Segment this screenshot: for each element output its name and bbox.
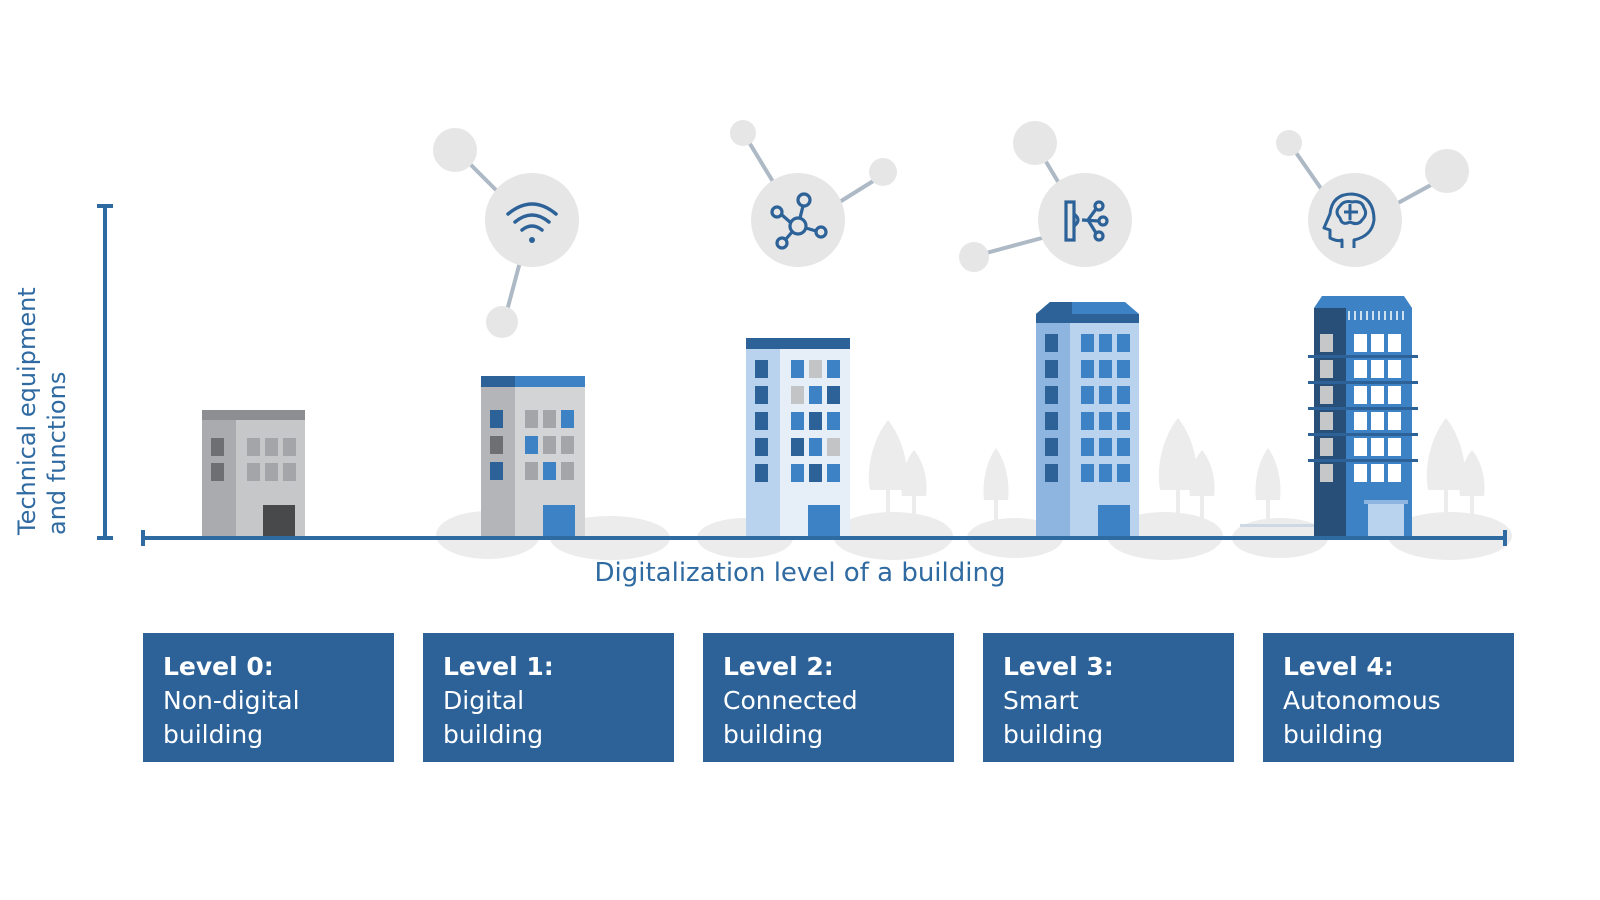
smart-bubble <box>959 121 1132 272</box>
building-level-3 <box>1036 302 1139 536</box>
building-level-1 <box>481 376 585 536</box>
level-0-name: Non-digital building <box>163 686 300 749</box>
level-2-box: Level 2: Connected building <box>703 633 954 762</box>
level-0-box: Level 0: Non-digital building <box>143 633 394 762</box>
network-bubble <box>730 120 897 267</box>
level-3-box: Level 3: Smart building <box>983 633 1234 762</box>
level-0-label: Level 0: <box>163 652 274 681</box>
y-axis-label: Technical equipment and functions <box>12 265 72 535</box>
x-axis-label: Digitalization level of a building <box>594 558 1006 588</box>
level-4-box: Level 4: Autonomous building <box>1263 633 1514 762</box>
level-1-label: Level 1: <box>443 652 554 681</box>
building-level-2 <box>746 338 850 536</box>
building-level-4 <box>1308 296 1418 536</box>
level-3-label: Level 3: <box>1003 652 1114 681</box>
level-3-name: Smart building <box>1003 686 1104 749</box>
building-level-0 <box>202 410 305 536</box>
level-4-label: Level 4: <box>1283 652 1394 681</box>
level-2-label: Level 2: <box>723 652 834 681</box>
x-axis <box>141 530 1507 546</box>
ai-brain-icon <box>1322 192 1376 248</box>
wifi-icon <box>506 202 558 243</box>
network-icon <box>770 192 828 250</box>
level-2-name: Connected building <box>723 686 858 749</box>
y-axis <box>97 204 113 540</box>
y-axis-label-line-2: and functions <box>43 371 71 535</box>
level-4-name: Autonomous building <box>1283 686 1441 749</box>
y-axis-label-line-1: Technical equipment <box>13 287 41 535</box>
level-1-name: Digital building <box>443 686 544 749</box>
wifi-bubble <box>433 128 579 338</box>
door-sensor-icon <box>1064 200 1109 242</box>
level-1-box: Level 1: Digital building <box>423 633 674 762</box>
ai-bubble <box>1276 130 1469 267</box>
